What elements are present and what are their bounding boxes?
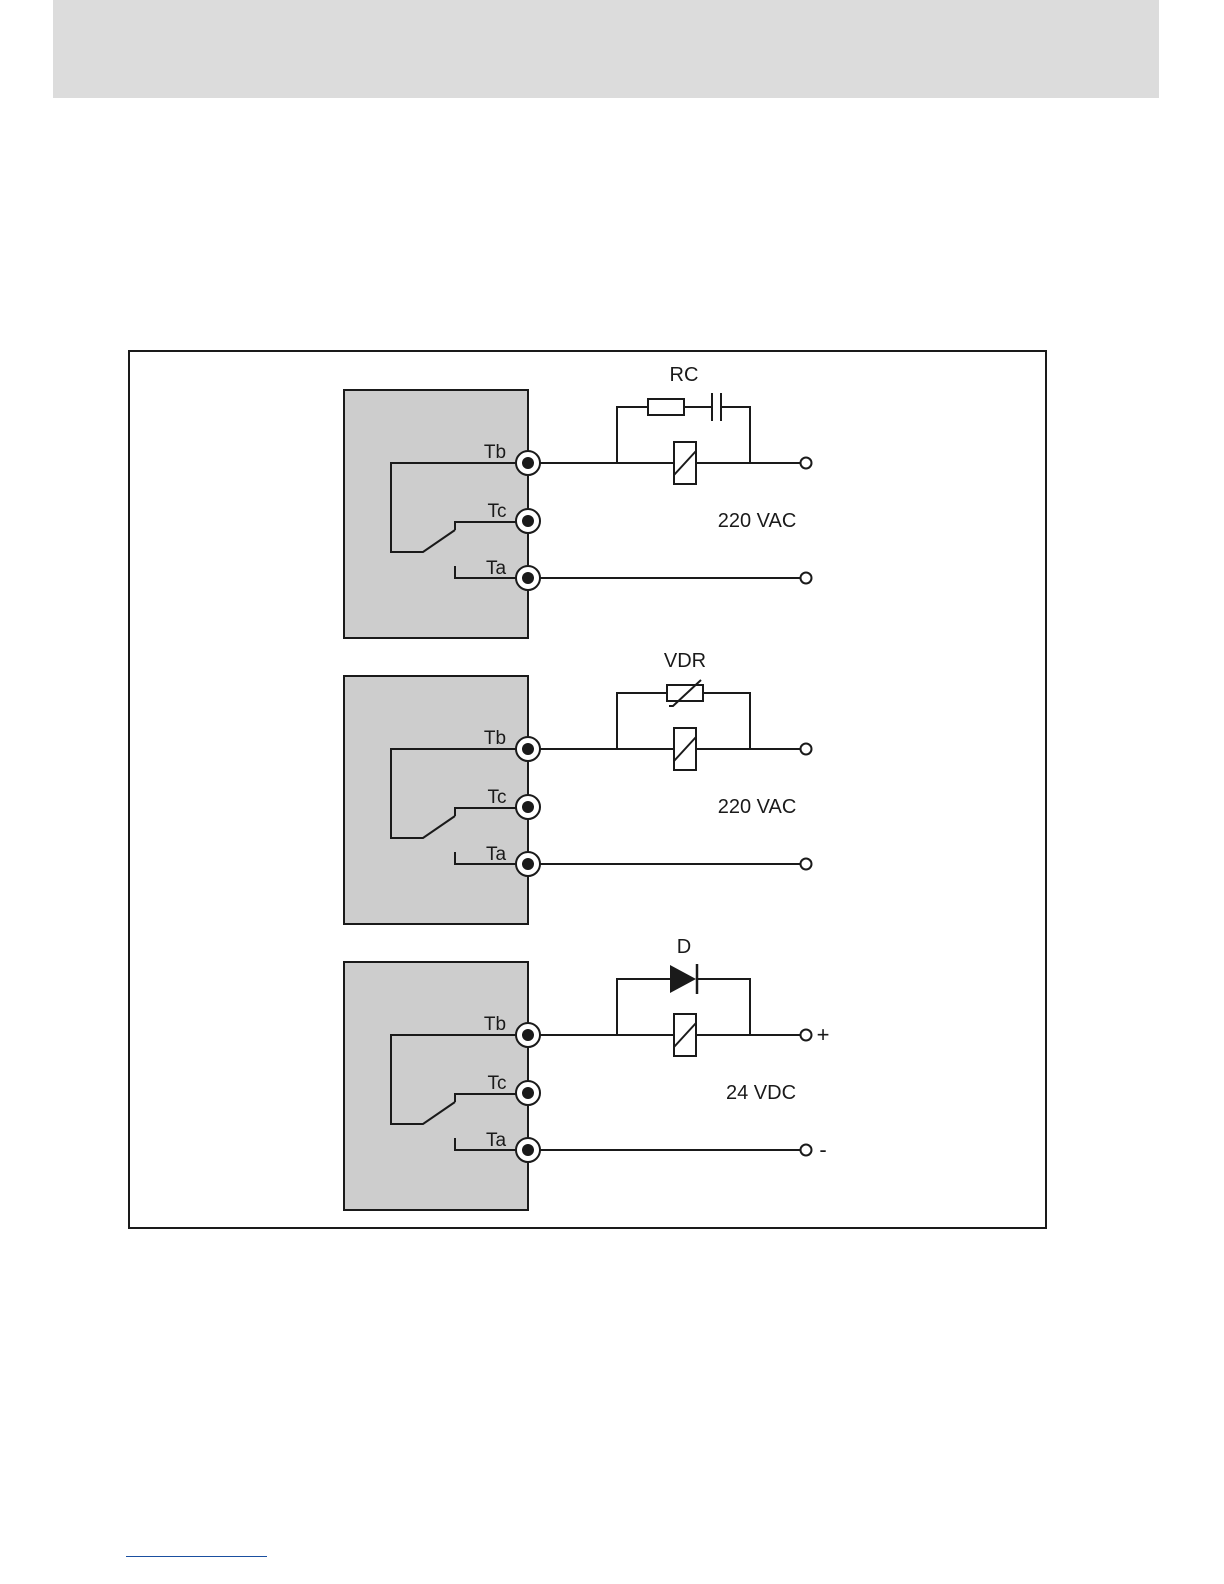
panel-rc: Tb Tc Ta RC 220 VAC xyxy=(344,364,812,638)
terminal-label-ta: Ta xyxy=(486,1130,507,1151)
relay-coil-icon xyxy=(674,728,696,770)
supply-terminal-top xyxy=(801,744,812,755)
diode-icon xyxy=(670,964,697,994)
terminal-tc xyxy=(516,509,540,533)
panel-vdr: Tb Tc Ta VDR 220 VAC xyxy=(344,650,812,924)
terminal-ta xyxy=(516,566,540,590)
supply-terminal-bottom xyxy=(801,573,812,584)
terminal-ta xyxy=(516,852,540,876)
footer-link-rule xyxy=(126,1556,267,1557)
terminal-tb xyxy=(516,451,540,475)
terminal-label-tc: Tc xyxy=(488,787,507,808)
terminal-label-ta: Ta xyxy=(486,844,507,865)
component-label: VDR xyxy=(664,650,706,672)
terminal-label-tc: Tc xyxy=(488,1073,507,1094)
supply-voltage-label: 220 VAC xyxy=(718,796,797,818)
relay-coil-icon xyxy=(674,1014,696,1056)
supply-voltage-label: 220 VAC xyxy=(718,510,797,532)
terminal-label-tc: Tc xyxy=(488,501,507,522)
supply-voltage-label: 24 VDC xyxy=(726,1082,796,1104)
polarity-plus-label: + xyxy=(817,1022,830,1047)
supply-terminal-top xyxy=(801,458,812,469)
terminal-tc xyxy=(516,795,540,819)
terminal-label-ta: Ta xyxy=(486,558,507,579)
panel-diode: Tb Tc Ta D 24 VDC + - xyxy=(344,936,829,1210)
terminal-tb xyxy=(516,737,540,761)
varistor-icon xyxy=(667,680,703,706)
polarity-minus-label: - xyxy=(819,1137,826,1162)
supply-terminal-bottom xyxy=(801,1145,812,1156)
supply-terminal-bottom xyxy=(801,859,812,870)
terminal-ta xyxy=(516,1138,540,1162)
terminal-label-tb: Tb xyxy=(484,728,506,749)
terminal-label-tb: Tb xyxy=(484,1014,506,1035)
component-label: D xyxy=(677,936,691,958)
relay-coil-icon xyxy=(674,442,696,484)
terminal-tc xyxy=(516,1081,540,1105)
terminal-tb xyxy=(516,1023,540,1047)
supply-terminal-top xyxy=(801,1030,812,1041)
terminal-label-tb: Tb xyxy=(484,442,506,463)
diagram-frame xyxy=(129,351,1046,1228)
component-label: RC xyxy=(670,364,699,386)
